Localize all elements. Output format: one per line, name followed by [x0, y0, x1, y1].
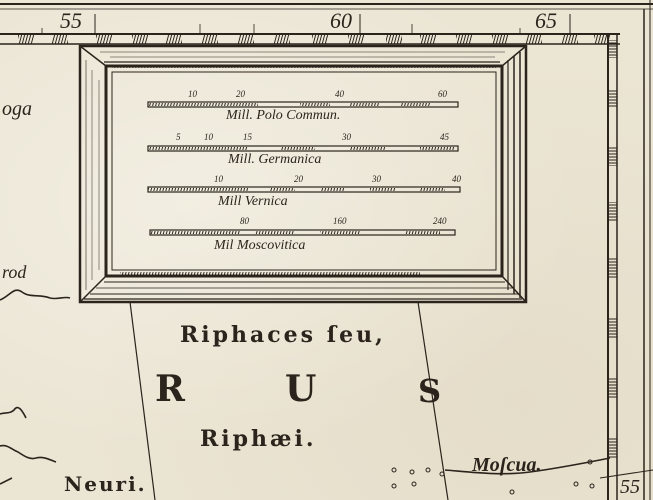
- scale-tick: 15: [243, 132, 252, 142]
- scale-title: Mill. Polo Commun.: [226, 108, 341, 123]
- region-label-rus-u: U: [285, 368, 317, 410]
- scale-bars: [147, 101, 461, 236]
- scale-tick: 30: [372, 174, 381, 184]
- place-label-novgorod: rod: [2, 262, 27, 282]
- scale-cartouche-frame: [78, 44, 528, 304]
- right-degree-border: [599, 0, 653, 500]
- scale-tick: 20: [236, 89, 245, 99]
- scale-tick: 10: [188, 89, 197, 99]
- region-label-riphaei: Riphæi.: [200, 426, 317, 452]
- place-label-moscua: Moſcua.: [472, 454, 542, 476]
- degree-label-60: 60: [330, 8, 352, 33]
- scale-tick: 60: [438, 89, 447, 99]
- scale-tick: 10: [214, 174, 223, 184]
- degree-label-55: 55: [60, 8, 82, 33]
- scale-tick: 240: [433, 216, 447, 226]
- scale-title: Mill Vernica: [218, 194, 288, 209]
- scale-title: Mill. Germanica: [228, 152, 322, 167]
- meridian-lines: [129, 301, 449, 500]
- town-symbols: [391, 459, 595, 495]
- region-label-rus-s: S: [418, 372, 442, 410]
- top-degree-border: [0, 14, 620, 45]
- region-label-neuri: Neuri.: [64, 472, 147, 496]
- scale-tick: 45: [440, 132, 449, 142]
- corner-degree-label: 55: [620, 476, 640, 498]
- scale-tick: 5: [176, 132, 181, 142]
- place-label-oga: oga: [2, 98, 32, 120]
- scale-tick: 20: [294, 174, 303, 184]
- scale-title: Mil Moscovitica: [214, 238, 306, 253]
- rivers: [0, 289, 611, 485]
- scale-tick: 80: [240, 216, 249, 226]
- scale-tick: 10: [204, 132, 213, 142]
- scale-tick: 30: [342, 132, 351, 142]
- region-label-rus-r: R: [155, 368, 185, 410]
- degree-label-65: 65: [535, 8, 557, 33]
- region-label-riphaces-seu: Riphaces ſeu,: [180, 322, 386, 348]
- scale-tick: 160: [333, 216, 347, 226]
- scale-tick: 40: [452, 174, 461, 184]
- scale-tick: 40: [335, 89, 344, 99]
